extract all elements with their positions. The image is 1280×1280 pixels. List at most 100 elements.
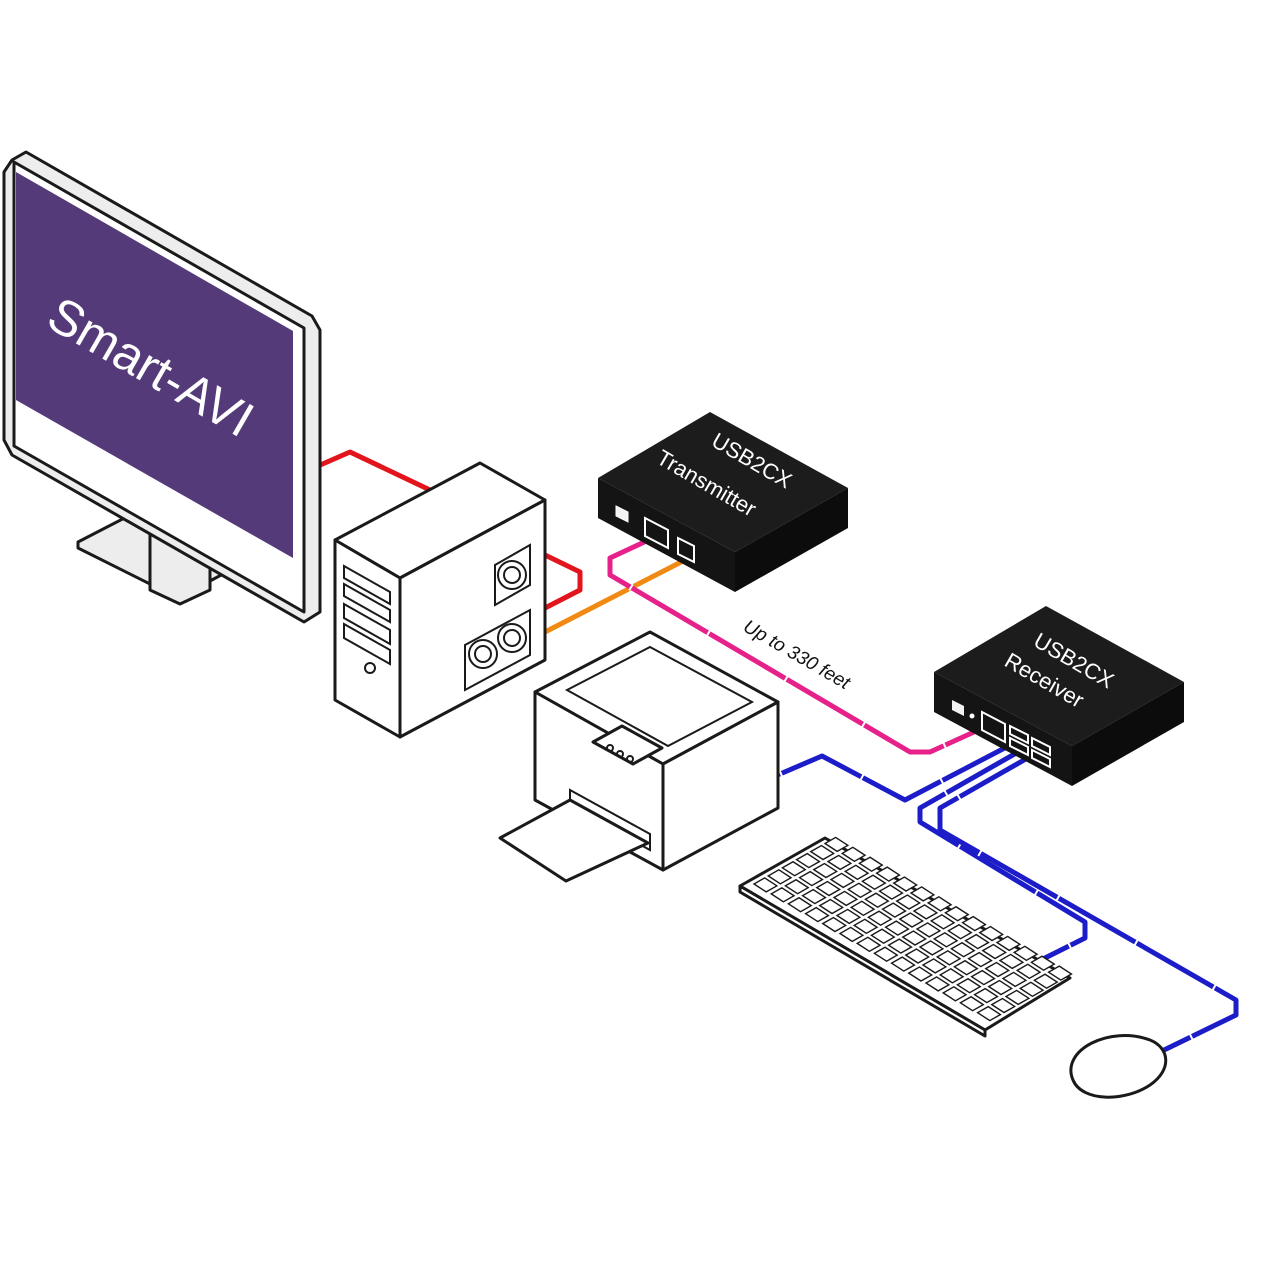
keyboard-key bbox=[984, 961, 1010, 978]
printer-side bbox=[661, 700, 780, 872]
keyboard-key bbox=[924, 976, 951, 992]
keyboard-key bbox=[801, 888, 827, 905]
keyboard-key bbox=[875, 866, 901, 882]
keyboard-key bbox=[973, 987, 999, 1004]
keyboard-key bbox=[1030, 955, 1056, 972]
keyboard-key bbox=[1033, 973, 1059, 990]
keyboard-key bbox=[890, 956, 916, 972]
keyboard-key bbox=[970, 969, 996, 986]
keyboard-key bbox=[838, 926, 865, 943]
keyboard-key bbox=[1004, 989, 1031, 1006]
keyboard-key bbox=[929, 914, 956, 930]
keyboard-key bbox=[901, 930, 927, 946]
keyboard-key bbox=[953, 959, 979, 976]
fan-icon bbox=[494, 543, 531, 607]
keyboard-key bbox=[855, 936, 882, 953]
keyboard-key bbox=[864, 892, 890, 909]
keyboard-key bbox=[809, 844, 835, 861]
keyboard-key bbox=[884, 920, 910, 936]
cat-cable bbox=[607, 534, 988, 755]
keyboard-key bbox=[987, 979, 1013, 996]
keyboard-key bbox=[752, 877, 779, 893]
keyboard-key bbox=[843, 864, 870, 881]
keyboard-key bbox=[967, 951, 993, 968]
keyboard-key bbox=[907, 966, 933, 982]
monitor-screen bbox=[16, 172, 293, 558]
keyboard-key bbox=[921, 958, 948, 974]
keyboard-key bbox=[873, 946, 899, 963]
printer-lid bbox=[564, 645, 755, 748]
keyboard-key bbox=[1001, 971, 1028, 988]
keyboard-key bbox=[769, 887, 796, 903]
keyboard-key bbox=[932, 932, 959, 948]
keyboard-key bbox=[881, 902, 907, 918]
keyboard-key bbox=[990, 997, 1016, 1014]
receiver-box: USB2CX Receiver bbox=[934, 606, 1184, 786]
keyboard-key bbox=[867, 910, 893, 927]
keyboard-key bbox=[826, 854, 853, 871]
keyboard-key bbox=[795, 852, 821, 869]
keyboard-key bbox=[815, 880, 841, 897]
keyboard-key bbox=[1012, 945, 1039, 962]
keyboard-key bbox=[981, 943, 1007, 960]
keyboard-key bbox=[926, 896, 953, 912]
keyboard-key bbox=[995, 935, 1022, 952]
printer bbox=[498, 630, 780, 883]
led-indicator bbox=[969, 713, 975, 719]
power-button-icon bbox=[364, 662, 376, 674]
printer-usb-cable bbox=[777, 737, 1023, 803]
dc-port-icon bbox=[615, 505, 629, 523]
rj45-port-icon bbox=[644, 516, 669, 550]
keyboard-key bbox=[895, 894, 921, 910]
rj45-port-icon bbox=[981, 710, 1006, 744]
keyboard-key bbox=[835, 908, 862, 925]
keyboard-key bbox=[918, 940, 945, 956]
keyboard-key bbox=[787, 896, 813, 913]
keyboard-key bbox=[829, 872, 856, 889]
keyboard-key bbox=[870, 928, 896, 945]
keyboard-key bbox=[998, 953, 1025, 970]
fan-icon bbox=[464, 608, 531, 692]
keyboard-key bbox=[935, 950, 962, 966]
keyboard bbox=[738, 836, 1073, 1038]
keyboard-key bbox=[858, 856, 884, 873]
transmitter-box: USB2CX Transmitter bbox=[598, 412, 848, 592]
keyboard-keys bbox=[752, 836, 1073, 1022]
keyboard-key bbox=[1018, 981, 1045, 998]
keyboard-key bbox=[947, 923, 973, 940]
keyboard-key bbox=[1047, 965, 1073, 981]
usb-a-ports-icon bbox=[1009, 724, 1051, 769]
keyboard-key bbox=[878, 884, 904, 900]
dc-port-icon bbox=[952, 700, 964, 716]
keyboard-key bbox=[812, 862, 838, 879]
keyboard-key bbox=[892, 876, 918, 892]
keyboard-key bbox=[766, 869, 793, 885]
pc-tower bbox=[333, 461, 547, 739]
keyboard-key bbox=[938, 968, 965, 984]
mouse-usb-cable bbox=[937, 749, 1239, 1055]
keyboard-key bbox=[964, 933, 990, 950]
keyboard-key bbox=[961, 915, 987, 932]
keyboard-key bbox=[804, 906, 830, 923]
keyboard-key bbox=[846, 882, 873, 899]
keyboard-key bbox=[798, 870, 824, 887]
drive-bays bbox=[343, 564, 391, 674]
keyboard-key bbox=[909, 886, 936, 902]
keyboard-key bbox=[818, 898, 844, 915]
keyboard-key bbox=[978, 925, 1004, 942]
keyboard-key bbox=[904, 948, 930, 964]
paper-sheet bbox=[498, 798, 650, 883]
monitor: Smart-AVI bbox=[2, 150, 322, 624]
keyboard-key bbox=[861, 874, 887, 891]
pc-side bbox=[398, 498, 547, 739]
video-cable bbox=[315, 449, 583, 611]
keyboard-key bbox=[959, 995, 985, 1012]
keyboard-key bbox=[784, 878, 810, 895]
keyboard-key bbox=[956, 977, 982, 994]
keyboard-usb-cable bbox=[917, 745, 1088, 961]
keyboard-key bbox=[976, 1005, 1002, 1022]
keyboard-key bbox=[821, 916, 847, 933]
keyboard-key bbox=[849, 900, 876, 917]
keyboard-key bbox=[898, 912, 924, 928]
usb-b-port-icon bbox=[677, 536, 695, 564]
